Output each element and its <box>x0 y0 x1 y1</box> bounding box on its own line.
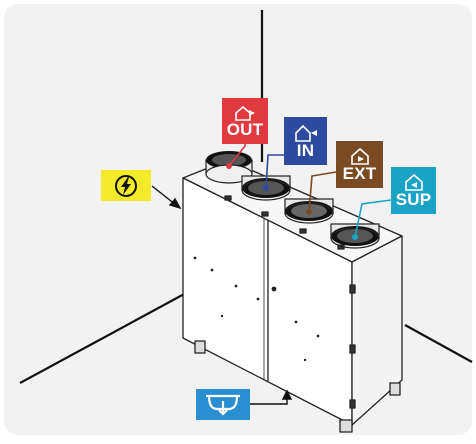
badge-in-label: IN <box>296 140 315 160</box>
panel-screws <box>193 256 320 362</box>
house-extract-icon <box>350 147 369 165</box>
power-bolt-icon <box>115 174 137 197</box>
leader-sup <box>354 199 392 238</box>
badge-out: OUT <box>222 98 268 144</box>
badge-sup-label: SUP <box>395 190 432 209</box>
condensate-drain-icon <box>206 394 240 416</box>
badge-out-label: OUT <box>226 119 264 139</box>
leader-ext <box>308 171 337 213</box>
badge-power <box>101 170 151 201</box>
house-arrow-in-icon <box>294 124 317 142</box>
leader-out <box>228 144 246 167</box>
power-pointer-arrow <box>151 185 182 210</box>
badge-in: IN <box>284 117 327 165</box>
badge-ext-label: EXT <box>342 164 377 183</box>
badge-sup: SUP <box>391 167 436 214</box>
badge-ext: EXT <box>336 141 383 188</box>
house-supply-icon <box>404 173 423 191</box>
house-arrow-out-icon <box>235 105 255 121</box>
duct-collar-sup <box>330 223 380 249</box>
leader-in <box>265 154 284 189</box>
drain-pointer-arrow <box>250 389 293 405</box>
leader-lines <box>226 144 392 240</box>
badge-drain <box>196 389 250 420</box>
